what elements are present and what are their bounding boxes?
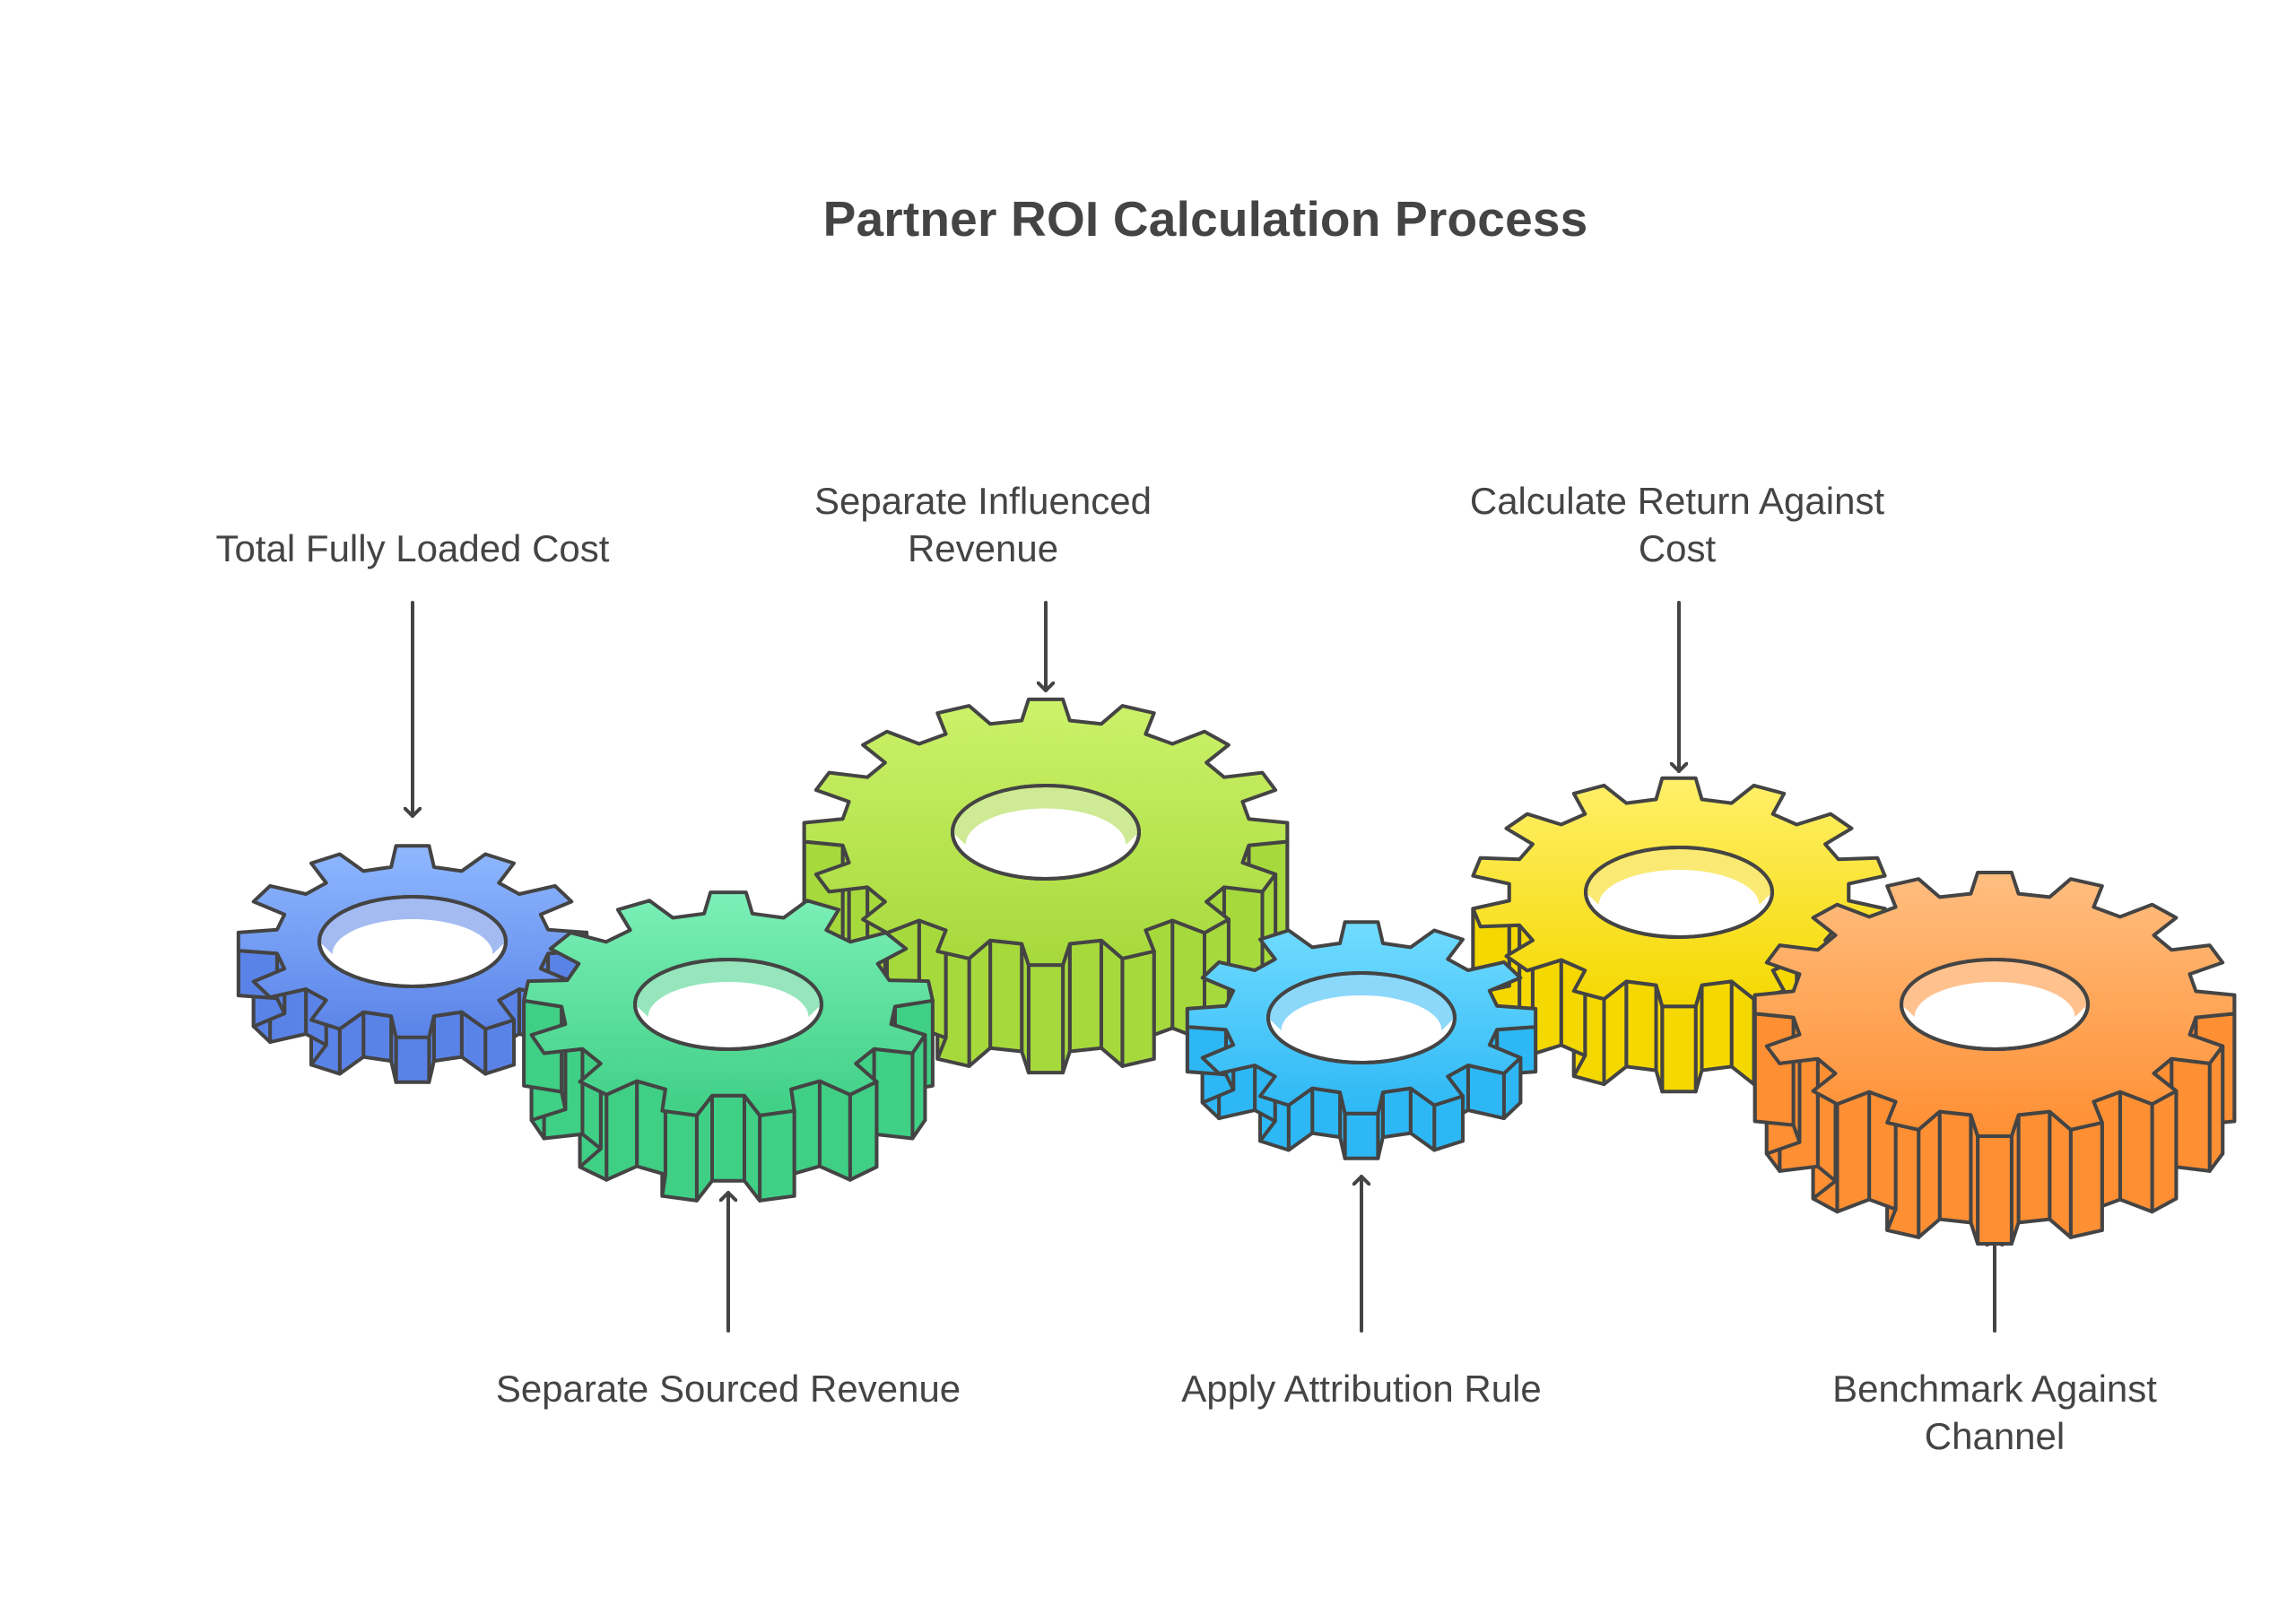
gear-side-face <box>635 1079 667 1177</box>
gear-side-face <box>361 1010 394 1064</box>
gear-hole-rim <box>951 784 1141 881</box>
label-total-fully-loaded-cost: Total Fully Loaded Cost <box>215 527 610 569</box>
gear-hole-wall <box>1268 973 1455 1030</box>
gear-side-face <box>660 1108 699 1203</box>
gear-side-face <box>1624 979 1658 1073</box>
gear-side-face <box>394 1035 431 1084</box>
gear-side-face <box>1700 979 1734 1073</box>
gear-hole-wall <box>319 897 506 954</box>
gear-hole-rim <box>1266 971 1457 1064</box>
gear-side-face <box>1752 1012 1796 1127</box>
gear-side-face <box>1120 949 1156 1068</box>
gear-side-face <box>1835 1090 1872 1214</box>
gear-side-face <box>1067 938 1103 1054</box>
gear-hole-rim <box>633 958 823 1051</box>
label-separate-sourced-revenue: Separate Sourced Revenue <box>495 1368 961 1410</box>
gear-side-face <box>2207 1044 2225 1173</box>
gear-side-face <box>2016 1109 2052 1225</box>
gear-side-face <box>817 1079 852 1182</box>
diagram-title: Partner ROI Calculation Process <box>822 191 1588 247</box>
gear-side-face <box>2150 1089 2179 1214</box>
gear-side-face <box>1937 1109 1973 1225</box>
gear-side-face <box>988 938 1024 1054</box>
gear-side-face <box>1917 1109 1942 1239</box>
gear-hole-rim <box>317 895 508 988</box>
gear-hole-wall <box>635 960 822 1017</box>
gear-side-face <box>2068 1120 2104 1239</box>
gear-side-face <box>710 1093 746 1183</box>
label-calculate-return-against-cost: Calculate Return Against Cost <box>1469 480 1885 569</box>
gear-side-face <box>848 1080 879 1182</box>
gear-side-face <box>1343 1111 1380 1160</box>
label-benchmark-against-channel: Benchmark Against Channel <box>1832 1368 2157 1457</box>
gear-side-face <box>872 1047 915 1141</box>
gear-hole-rim <box>1584 846 1774 939</box>
gear-hole-wall <box>1901 960 2088 1017</box>
gear-side-face <box>1380 1086 1413 1140</box>
label-apply-attribution-rule: Apply Attribution Rule <box>1181 1368 1542 1410</box>
gear-side-face <box>431 1010 464 1064</box>
gear-hole-wall <box>1586 847 1772 905</box>
gear-side-face <box>2118 1090 2154 1214</box>
gear-side-face <box>1660 1004 1698 1094</box>
gear-side-face <box>2048 1109 2073 1239</box>
gear-hole-wall <box>952 786 1139 845</box>
gear-benchmark-against-channel <box>1752 871 2237 1246</box>
gear-side-face <box>967 938 993 1068</box>
gear-separate-sourced-revenue <box>522 890 935 1203</box>
gear-side-face <box>1099 938 1125 1068</box>
gear-apply-attribution-rule <box>1185 920 1538 1160</box>
gear-side-face <box>1310 1086 1343 1140</box>
label-separate-influenced-revenue: Separate Influenced Revenue <box>814 480 1152 569</box>
gear-hole-rim <box>1900 958 2090 1051</box>
gear-side-face <box>604 1079 639 1182</box>
gear-side-face <box>758 1108 796 1203</box>
gear-side-face <box>1026 963 1065 1075</box>
gear-layer <box>236 697 2237 1246</box>
gear-side-face <box>1976 1134 2013 1246</box>
